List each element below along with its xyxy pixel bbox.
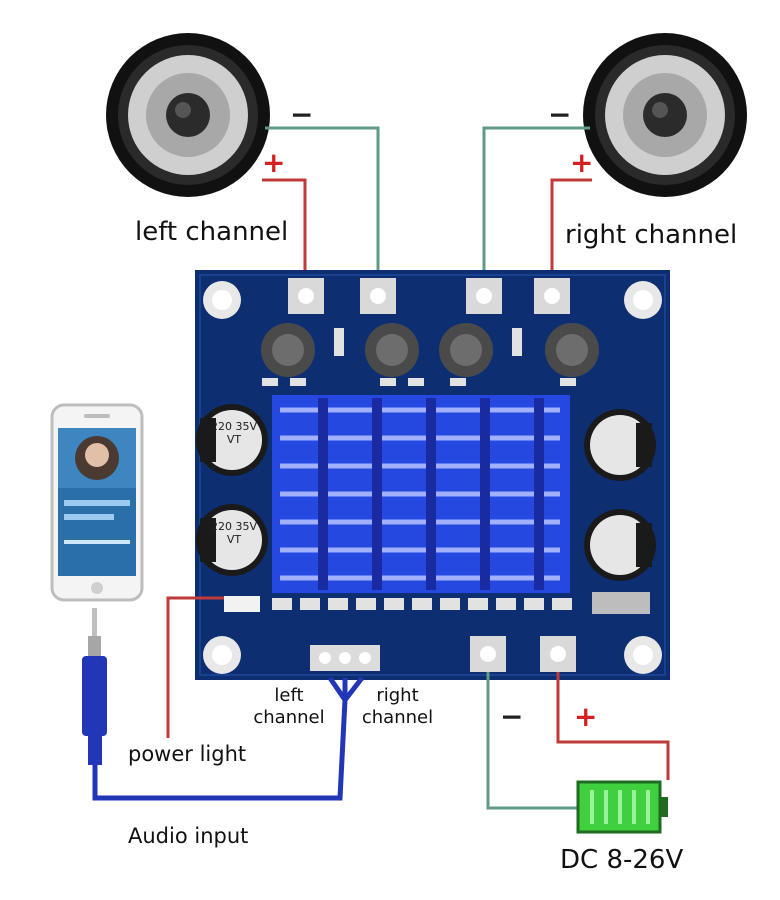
right-channel-input-line1: right (376, 685, 419, 706)
audio-jack-icon (82, 608, 107, 765)
power-led (224, 596, 260, 612)
left-channel-label: left channel (135, 217, 289, 247)
audio-input-label: Audio input (128, 824, 249, 848)
phone-icon (50, 403, 144, 602)
smd-components-bottom (272, 592, 650, 614)
heatsink (272, 395, 570, 593)
battery-icon (576, 780, 668, 834)
right-speaker-plus: + (570, 146, 594, 179)
speaker-terminals (288, 278, 570, 314)
inductors (261, 323, 599, 377)
audio-input-header (310, 645, 380, 671)
right-speaker-icon (583, 33, 747, 197)
dc-supply-label: DC 8-26V (560, 845, 684, 875)
power-light-label: power light (128, 742, 247, 766)
amplifier-board (195, 270, 670, 680)
right-channel-input-label: right channel (350, 685, 445, 729)
right-channel-input-line2: channel (361, 707, 434, 728)
capacitors (196, 404, 656, 581)
power-minus: − (500, 700, 524, 733)
right-channel-label: right channel (565, 220, 738, 250)
power-plus: + (574, 700, 598, 733)
power-wires (486, 672, 670, 810)
capacitor-marking: 220 35V VT (210, 520, 257, 546)
left-channel-input-line1: left (274, 685, 304, 706)
power-light-wire (166, 596, 224, 738)
audio-cable (92, 676, 364, 801)
capacitor-marking: 220 35V VT (210, 420, 257, 446)
smd-components-top (262, 328, 576, 386)
right-speaker-minus: − (548, 98, 572, 131)
power-terminals (470, 636, 576, 672)
left-speaker-icon (106, 33, 270, 197)
left-speaker-minus: − (290, 98, 314, 131)
mounting-holes (203, 281, 662, 674)
left-speaker-plus: + (262, 146, 286, 179)
left-channel-input-label: left channel (244, 685, 334, 729)
left-channel-input-line2: channel (253, 707, 325, 728)
speaker-wires (262, 126, 592, 295)
